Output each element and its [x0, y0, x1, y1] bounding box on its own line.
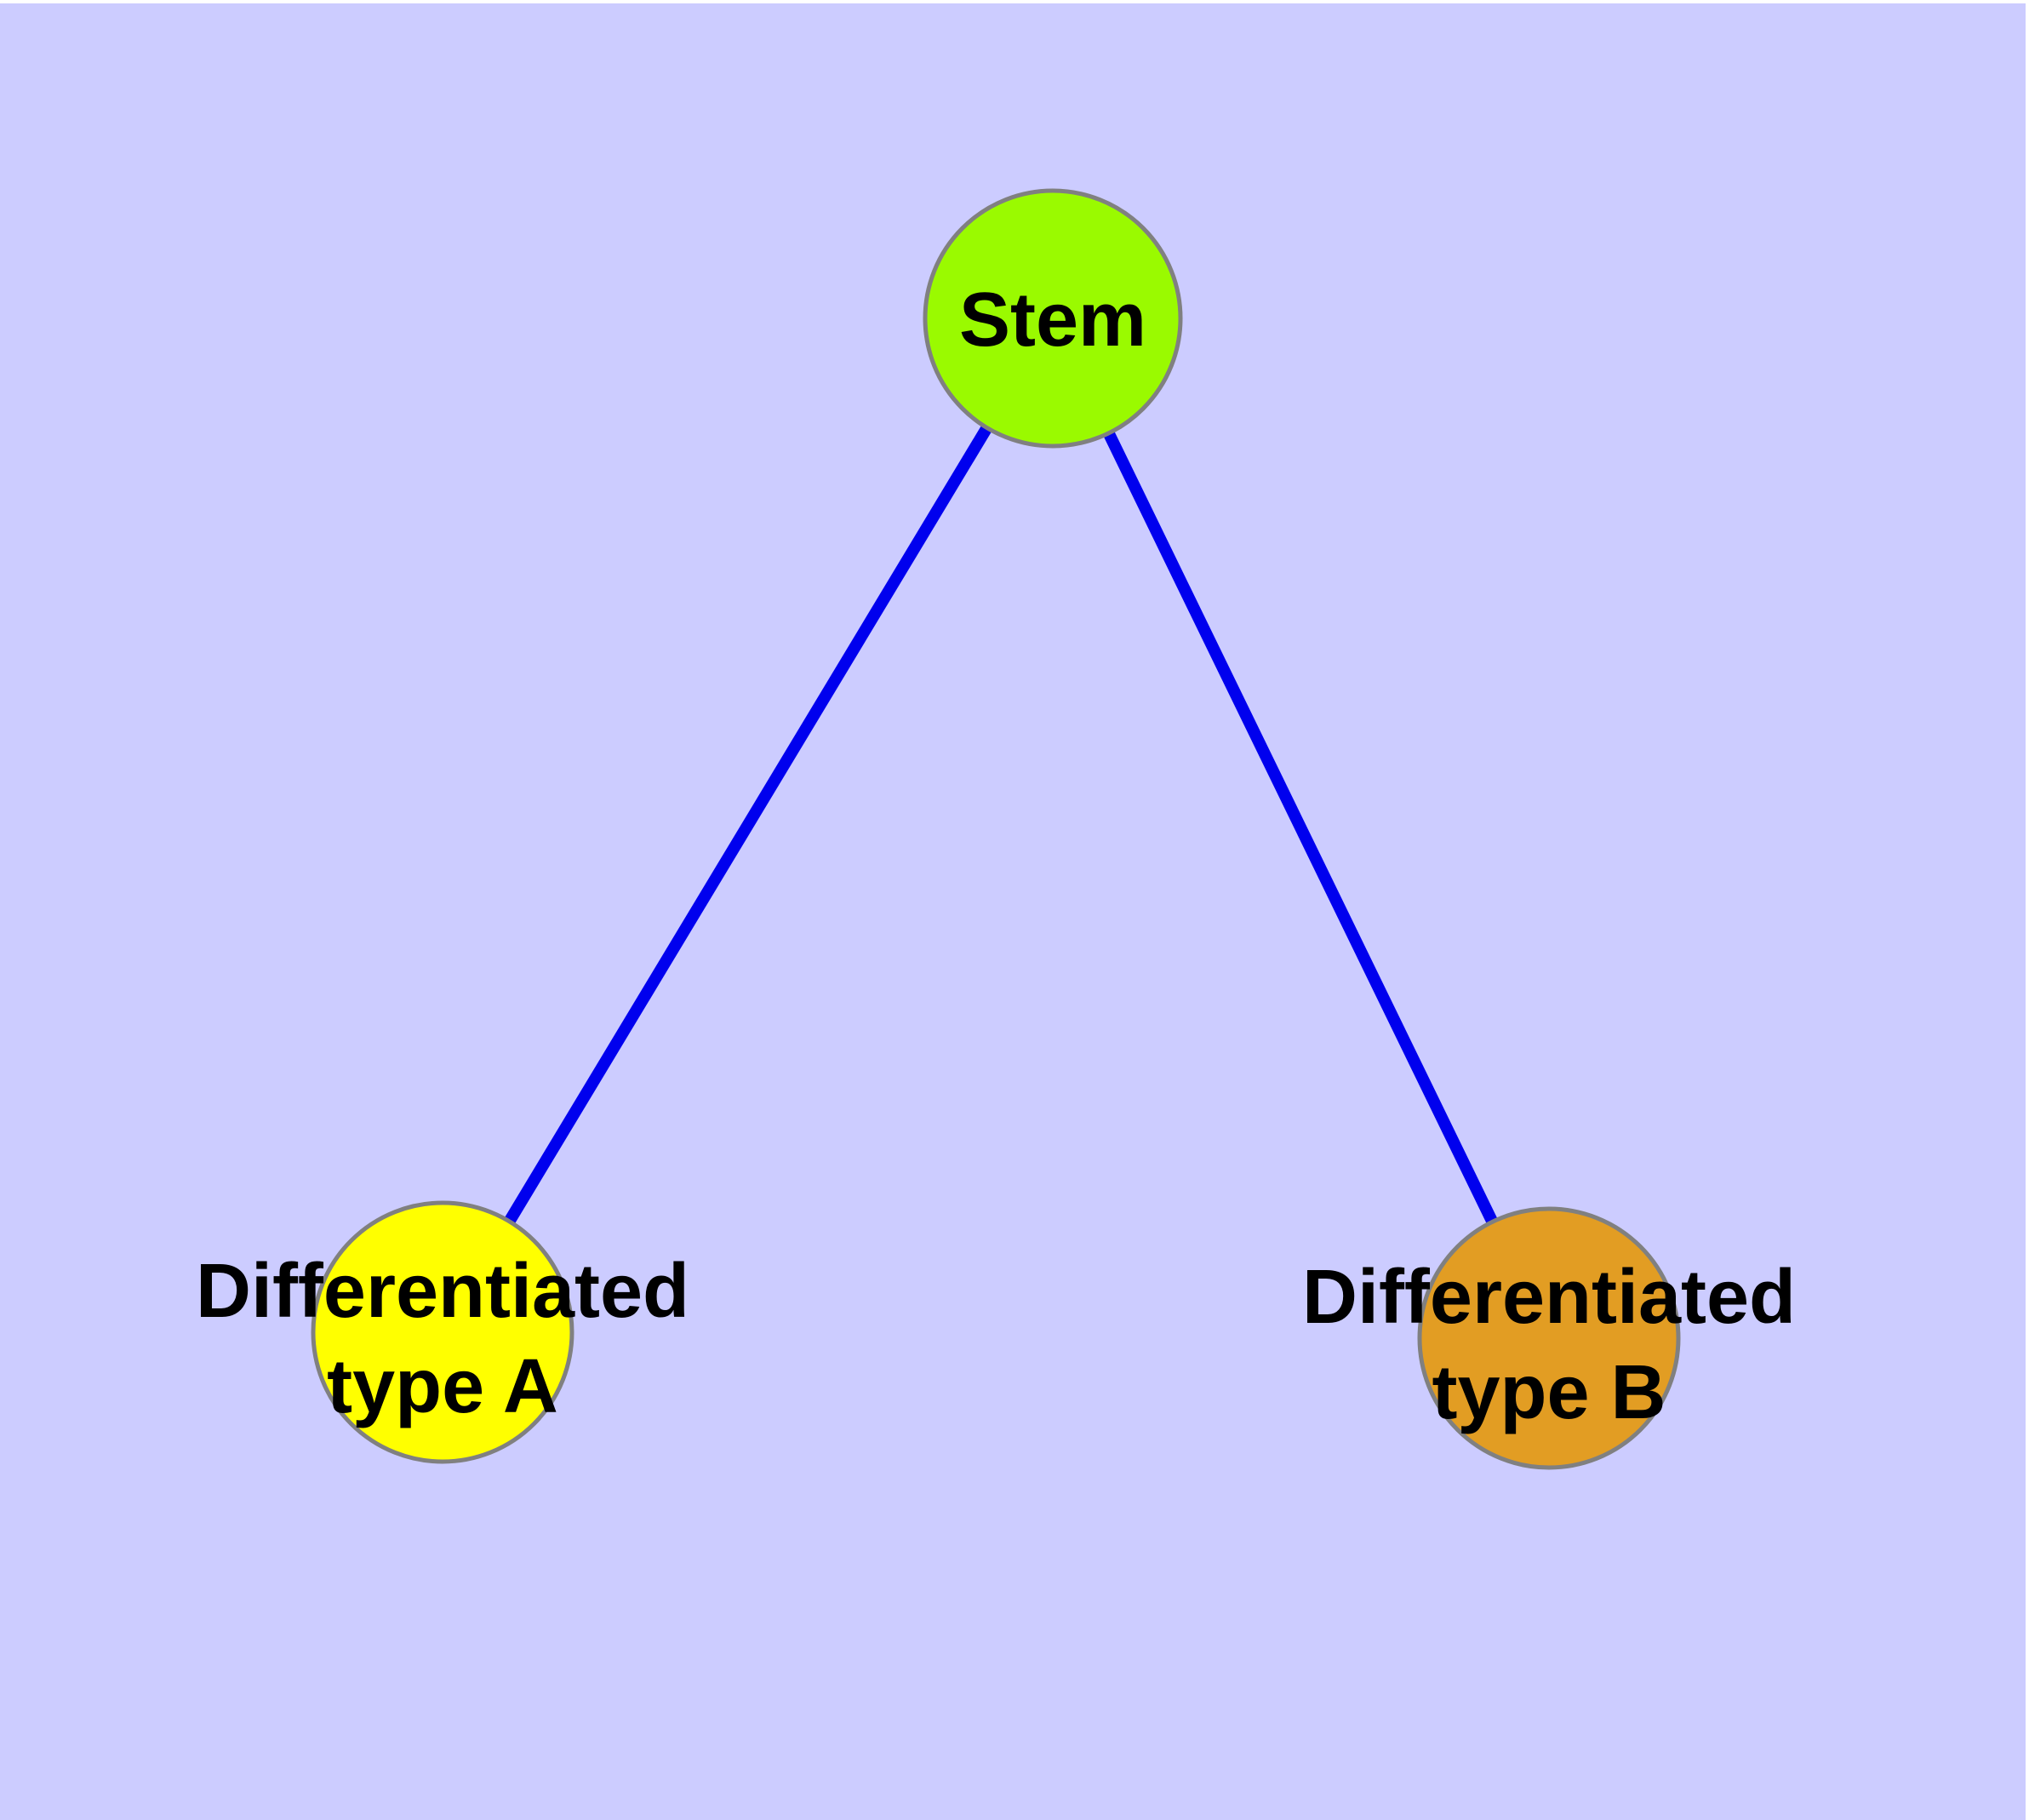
node-type-b-label-line1: Differentiated [1302, 1255, 1796, 1340]
edge-stem-to-type-b [1047, 315, 1555, 1342]
node-type-a-circle [311, 1200, 574, 1464]
edge-stem-to-type-a [437, 315, 1058, 1336]
node-type-a-label-line2: type A [327, 1344, 558, 1429]
node-stem-circle [923, 188, 1183, 449]
node-type-a-label-line1: Differentiated [196, 1249, 689, 1334]
node-type-b-circle [1417, 1206, 1681, 1470]
node-stem-label: Stem [959, 278, 1146, 363]
node-type-b-label-line2: type B [1432, 1350, 1666, 1435]
